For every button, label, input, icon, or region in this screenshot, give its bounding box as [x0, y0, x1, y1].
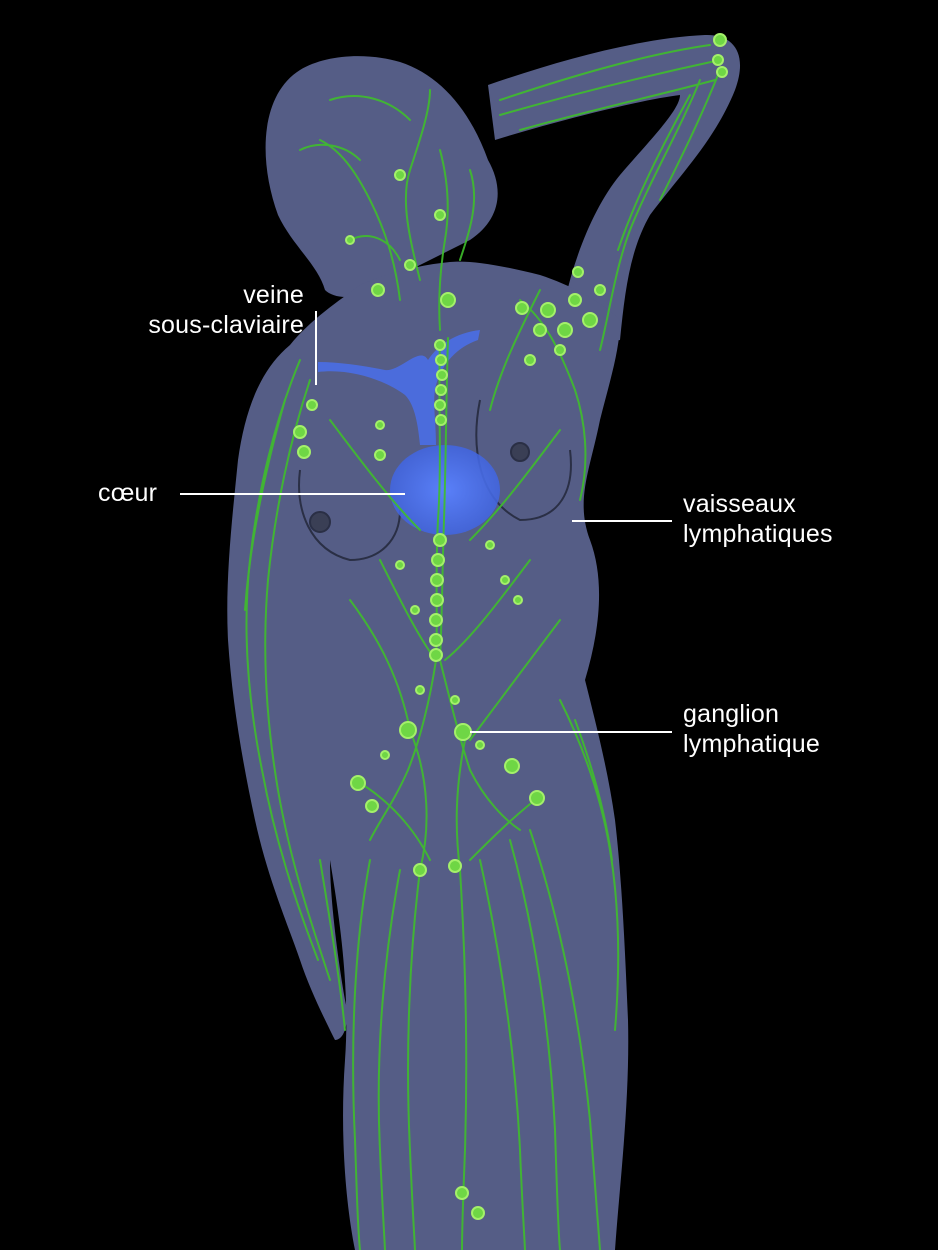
- label-lymphatic-vessels-line2: lymphatiques: [683, 520, 833, 548]
- breast-outlines: [298, 399, 572, 562]
- label-subclavian-vein: veine sous-claviaire: [148, 280, 304, 340]
- label-heart: cœur: [98, 478, 157, 508]
- raised-arm: [488, 34, 741, 341]
- label-lymph-node-line1: ganglion: [683, 700, 780, 728]
- label-subclavian-vein-line2: sous-claviaire: [148, 311, 304, 339]
- label-heart-text: cœur: [98, 479, 158, 507]
- lymph-nodes: [293, 33, 728, 1220]
- torso: [227, 261, 629, 1250]
- head: [265, 56, 498, 297]
- leader-lines: [180, 311, 672, 733]
- label-lymph-node: ganglion lymphatique: [683, 699, 820, 759]
- label-lymphatic-vessels: vaisseaux lymphatiques: [683, 489, 833, 549]
- label-lymphatic-vessels-line1: vaisseaux: [683, 490, 796, 518]
- label-lymph-node-line2: lymphatique: [683, 730, 821, 758]
- label-subclavian-vein-line1: veine: [243, 281, 304, 309]
- body-silhouette: [227, 34, 741, 1250]
